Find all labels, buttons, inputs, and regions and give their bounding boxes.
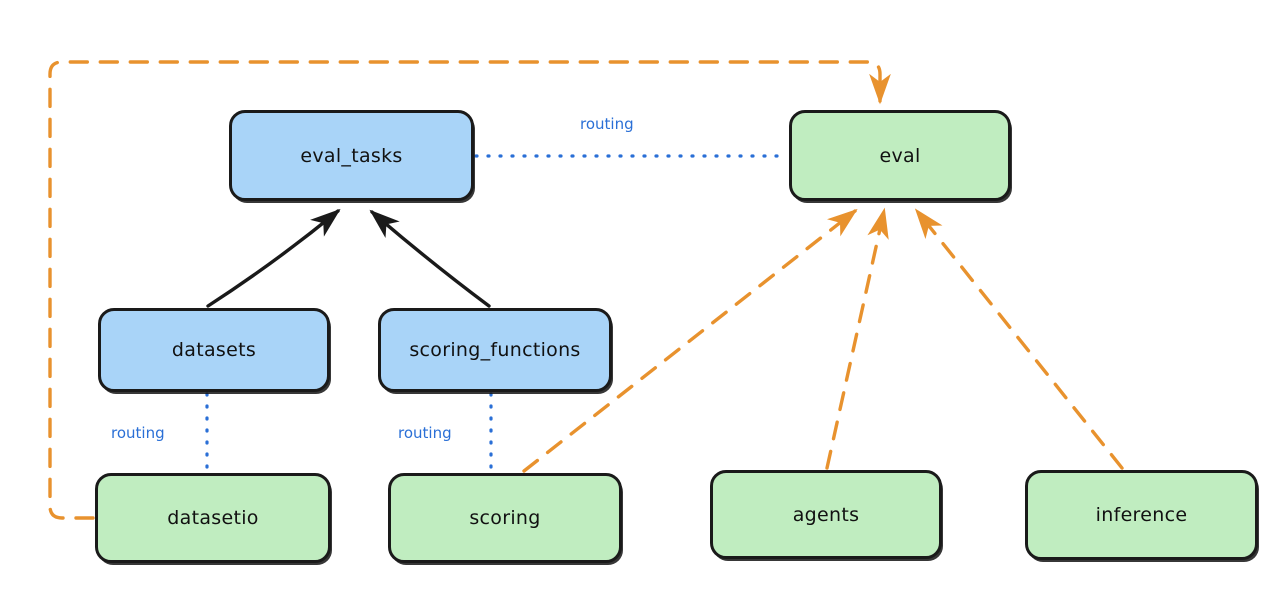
node-label: eval_tasks [300,144,403,167]
edge-agents-to-eval [825,207,889,470]
edge-inference-to-eval [914,208,1124,470]
edge-label-routing-datasets-datasetio: routing [111,424,165,442]
node-label: inference [1095,504,1188,526]
node-label: scoring [469,507,541,529]
node-datasets[interactable]: datasets [98,308,330,392]
node-datasetio[interactable]: datasetio [95,473,331,563]
node-label: eval [879,144,921,167]
edge-datasets-to-eval_tasks [206,208,341,308]
edge-label-routing-eval-tasks-eval: routing [580,115,634,133]
node-eval[interactable]: eval [789,110,1011,201]
edge-label-routing-scoring-functions-scoring: routing [398,424,452,442]
node-scoring[interactable]: scoring [388,473,622,563]
node-label: datasetio [167,507,259,529]
edge-scoring_functions-to-eval_tasks [369,209,491,308]
node-label: datasets [171,339,257,361]
node-inference[interactable]: inference [1025,470,1258,560]
node-eval-tasks[interactable]: eval_tasks [229,110,474,201]
node-label: agents [792,503,860,526]
node-scoring-functions[interactable]: scoring_functions [378,308,612,392]
node-agents[interactable]: agents [710,470,942,559]
node-label: scoring_functions [409,339,581,361]
